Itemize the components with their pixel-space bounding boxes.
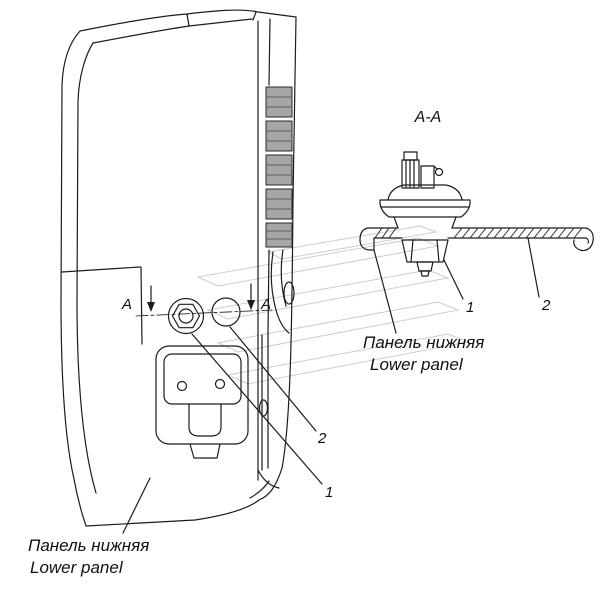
- left-view: [60, 9, 323, 534]
- section-arrow-label-left: A: [121, 296, 132, 313]
- leader-line-1-main: [191, 333, 323, 485]
- panel-label-en: Lower panel: [30, 558, 124, 577]
- mounting-console: [155, 345, 249, 459]
- section-cut-line: [135, 309, 273, 317]
- valve-section-view: [379, 151, 471, 277]
- callout-1-label-section: 1: [466, 299, 474, 316]
- watermark: [196, 225, 470, 385]
- panel-label-ru: Панель нижняя: [28, 536, 149, 555]
- leader-line-2-section: [527, 237, 540, 298]
- callout-1-label-main: 1: [325, 484, 333, 501]
- section-title: A-A: [414, 109, 442, 126]
- callout-2-label-main: 2: [317, 430, 327, 447]
- bracket-hatching: [374, 227, 583, 239]
- section-panel-label-ru: Панель нижняя: [363, 333, 484, 352]
- callout-2-label-section: 2: [541, 297, 551, 314]
- valve-front-view: [167, 297, 241, 335]
- section-arrow-right: [247, 300, 255, 310]
- section-view: [359, 151, 594, 334]
- section-arrow-label-right: A: [260, 296, 271, 313]
- bracket: [359, 227, 594, 252]
- panel-opening: [211, 297, 241, 327]
- leader-line-1-section: [443, 259, 464, 300]
- panel-outer-contour: [60, 9, 297, 527]
- leader-line-panel-section: [373, 249, 397, 334]
- section-arrow-left: [147, 302, 155, 312]
- leader-line-2-main: [229, 326, 317, 432]
- labels: A-A A A 1 2 1 2 Панель нижняя Lower pane…: [28, 109, 551, 577]
- section-panel-label-en: Lower panel: [370, 355, 464, 374]
- vent-slats: [265, 86, 293, 248]
- leader-line-panel-main: [122, 477, 151, 534]
- panel-inner-contour: [76, 42, 97, 494]
